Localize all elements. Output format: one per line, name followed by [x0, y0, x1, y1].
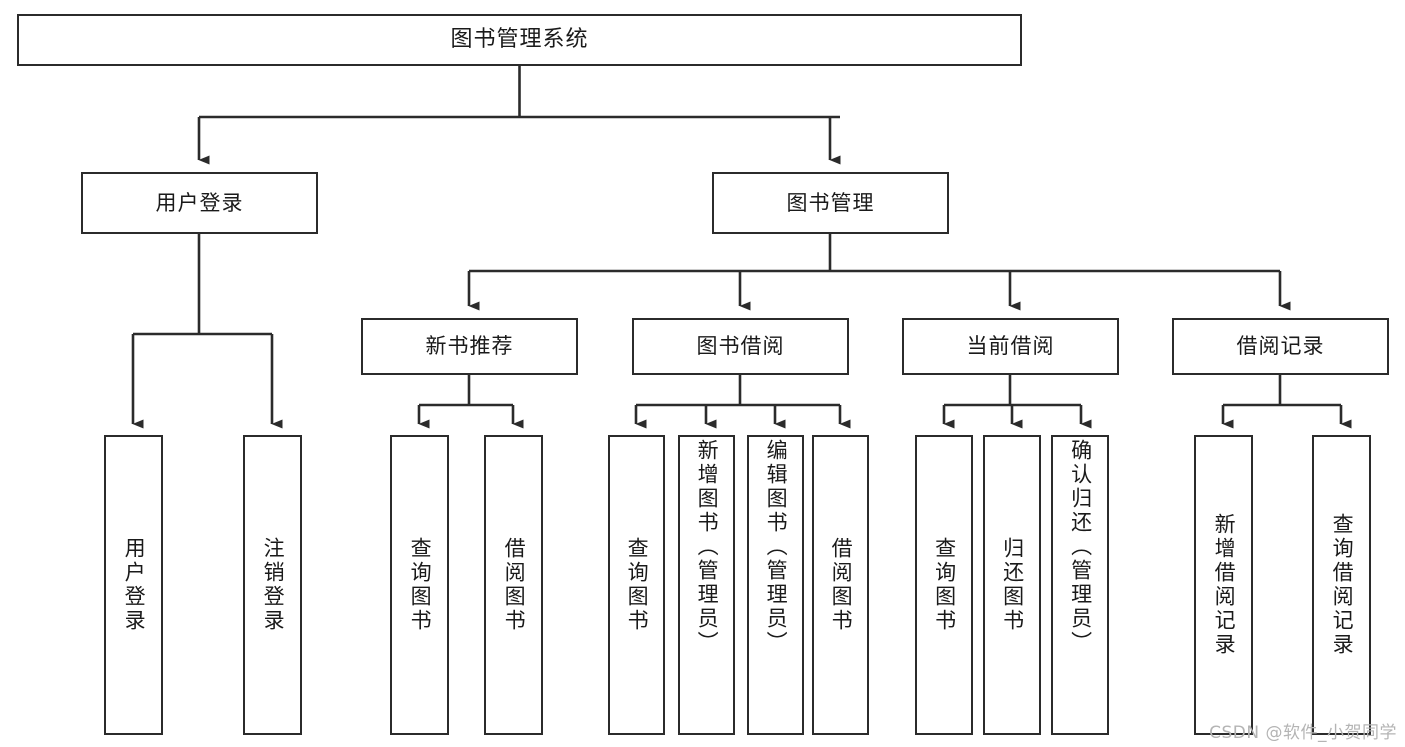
node-book-borrow[interactable]: 图书借阅: [632, 318, 849, 375]
node-book-management[interactable]: 图书管理: [712, 172, 949, 234]
node-user-login-label: 用户登录: [155, 190, 244, 215]
leaf-confirm-return-admin[interactable]: 确认归还（管理员）: [1051, 435, 1109, 735]
leaf-user-login[interactable]: 用户登录: [104, 435, 163, 735]
node-root-label: 图书管理系统: [450, 27, 589, 53]
leaf-borrow-book-label: 借阅图书: [829, 537, 854, 633]
node-current-borrow-label: 当前借阅: [966, 334, 1055, 359]
leaf-return-book[interactable]: 归还图书: [983, 435, 1041, 735]
leaf-add-borrow-record-label: 新增借阅记录: [1212, 513, 1237, 657]
node-new-book-recommendation[interactable]: 新书推荐: [361, 318, 578, 375]
leaf-query-book-current-label: 查询图书: [932, 537, 957, 633]
leaf-edit-book-admin-label: 编辑图书（管理员）: [764, 439, 789, 655]
leaf-logout[interactable]: 注销登录: [243, 435, 302, 735]
leaf-return-book-label: 归还图书: [1000, 537, 1025, 633]
node-borrow-records[interactable]: 借阅记录: [1172, 318, 1389, 375]
leaf-query-book-current[interactable]: 查询图书: [915, 435, 973, 735]
leaf-edit-book-admin[interactable]: 编辑图书（管理员）: [747, 435, 804, 735]
leaf-borrow-book-recommend[interactable]: 借阅图书: [484, 435, 543, 735]
node-current-borrow[interactable]: 当前借阅: [902, 318, 1119, 375]
node-borrow-records-label: 借阅记录: [1236, 334, 1325, 359]
leaf-user-login-label: 用户登录: [122, 537, 147, 633]
node-book-management-label: 图书管理: [786, 190, 875, 215]
leaf-query-book-borrow[interactable]: 查询图书: [608, 435, 665, 735]
leaf-query-borrow-record-label: 查询借阅记录: [1330, 513, 1355, 657]
node-new-book-recommendation-label: 新书推荐: [425, 334, 514, 359]
leaf-logout-label: 注销登录: [261, 537, 286, 633]
leaf-query-book-recommend-label: 查询图书: [408, 537, 433, 633]
node-book-borrow-label: 图书借阅: [696, 334, 785, 359]
watermark: CSDN @软件_小贺同学: [1209, 723, 1397, 743]
leaf-borrow-book[interactable]: 借阅图书: [812, 435, 869, 735]
leaf-add-book-admin[interactable]: 新增图书（管理员）: [678, 435, 735, 735]
leaf-borrow-book-recommend-label: 借阅图书: [502, 537, 527, 633]
leaf-confirm-return-admin-label: 确认归还（管理员）: [1068, 439, 1093, 655]
leaf-query-book-borrow-label: 查询图书: [625, 537, 650, 633]
node-root[interactable]: 图书管理系统: [17, 14, 1022, 66]
leaf-add-book-admin-label: 新增图书（管理员）: [695, 439, 720, 655]
leaf-add-borrow-record[interactable]: 新增借阅记录: [1194, 435, 1253, 735]
node-user-login[interactable]: 用户登录: [81, 172, 318, 234]
leaf-query-book-recommend[interactable]: 查询图书: [390, 435, 449, 735]
leaf-query-borrow-record[interactable]: 查询借阅记录: [1312, 435, 1371, 735]
